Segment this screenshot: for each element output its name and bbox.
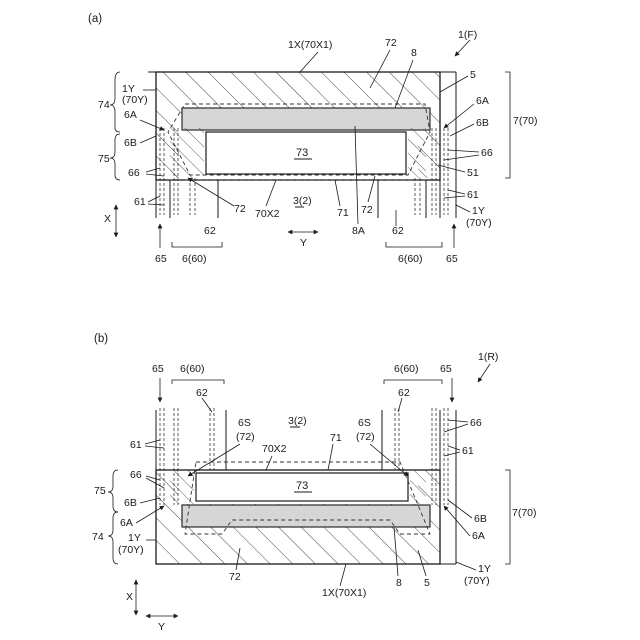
svg-text:72: 72 [229, 571, 241, 583]
svg-text:62: 62 [392, 225, 404, 237]
svg-text:62: 62 [196, 387, 208, 399]
svg-text:(70Y): (70Y) [464, 575, 490, 587]
svg-text:6B: 6B [124, 137, 137, 149]
svg-text:61: 61 [462, 445, 474, 457]
svg-text:74: 74 [98, 99, 110, 111]
svg-text:6A: 6A [124, 109, 137, 121]
svg-text:(70Y): (70Y) [122, 94, 148, 106]
svg-text:74: 74 [92, 531, 104, 543]
svg-text:75: 75 [94, 485, 106, 497]
svg-text:(70Y): (70Y) [118, 544, 144, 556]
svg-text:6B: 6B [124, 497, 137, 509]
svg-text:65: 65 [152, 363, 164, 375]
svg-text:6A: 6A [120, 517, 133, 529]
ref-1f-label: 1(F) [458, 29, 477, 41]
panel-b: (b) 1(R) [92, 333, 537, 633]
svg-text:62: 62 [204, 225, 216, 237]
svg-text:65: 65 [440, 363, 452, 375]
svg-text:1Y: 1Y [478, 563, 491, 575]
label-73-a: 73 [296, 147, 308, 159]
svg-text:61: 61 [467, 189, 479, 201]
svg-text:62: 62 [398, 387, 410, 399]
svg-text:(72): (72) [356, 431, 375, 443]
lens-plate-a [182, 108, 430, 130]
svg-text:6S: 6S [358, 417, 371, 429]
svg-text:1Y: 1Y [128, 532, 141, 544]
svg-text:6(60): 6(60) [398, 253, 423, 265]
svg-text:X: X [104, 213, 111, 225]
svg-text:1Y: 1Y [472, 205, 485, 217]
svg-text:71: 71 [337, 207, 349, 219]
svg-text:66: 66 [470, 417, 482, 429]
svg-text:6(60): 6(60) [394, 363, 419, 375]
svg-text:Y: Y [158, 621, 165, 633]
svg-text:5: 5 [424, 577, 430, 589]
svg-text:6B: 6B [474, 513, 487, 525]
label-73-b: 73 [296, 480, 308, 492]
svg-text:65: 65 [446, 253, 458, 265]
panel-a-label: (a) [88, 13, 102, 25]
svg-text:8: 8 [396, 577, 402, 589]
panel-a: (a) 1(F) [88, 13, 538, 265]
svg-text:6A: 6A [472, 530, 485, 542]
label-1x-70x1-a: 1X(70X1) [288, 39, 332, 51]
svg-text:(72): (72) [236, 431, 255, 443]
svg-text:71: 71 [330, 432, 342, 444]
svg-text:6S: 6S [238, 417, 251, 429]
svg-text:(70Y): (70Y) [466, 217, 492, 229]
svg-text:66: 66 [130, 469, 142, 481]
svg-text:70X2: 70X2 [262, 443, 287, 455]
svg-text:6(60): 6(60) [180, 363, 205, 375]
svg-text:72: 72 [361, 204, 373, 216]
svg-text:8A: 8A [352, 225, 365, 237]
svg-text:75: 75 [98, 153, 110, 165]
svg-text:5: 5 [470, 69, 476, 81]
svg-text:65: 65 [155, 253, 167, 265]
svg-text:8: 8 [411, 47, 417, 59]
svg-text:66: 66 [128, 167, 140, 179]
svg-text:6(60): 6(60) [182, 253, 207, 265]
svg-text:66: 66 [481, 147, 493, 159]
panel-b-label: (b) [94, 333, 108, 345]
svg-text:61: 61 [134, 196, 146, 208]
svg-text:X: X [126, 591, 133, 603]
ref-1r-label: 1(R) [478, 351, 498, 363]
svg-text:1X(70X1): 1X(70X1) [322, 587, 366, 599]
svg-text:51: 51 [467, 167, 479, 179]
svg-text:70X2: 70X2 [255, 208, 280, 220]
svg-text:72: 72 [234, 203, 246, 215]
svg-text:72: 72 [385, 37, 397, 49]
ref-1f-arrow [455, 40, 470, 56]
label-3-2-b: 3(2) [288, 415, 307, 427]
svg-text:6B: 6B [476, 117, 489, 129]
svg-text:61: 61 [130, 439, 142, 451]
svg-text:7(70): 7(70) [512, 507, 537, 519]
svg-text:7(70): 7(70) [513, 115, 538, 127]
label-3-2-a: 3(2) [293, 195, 312, 207]
svg-text:6A: 6A [476, 95, 489, 107]
svg-text:Y: Y [300, 237, 307, 249]
